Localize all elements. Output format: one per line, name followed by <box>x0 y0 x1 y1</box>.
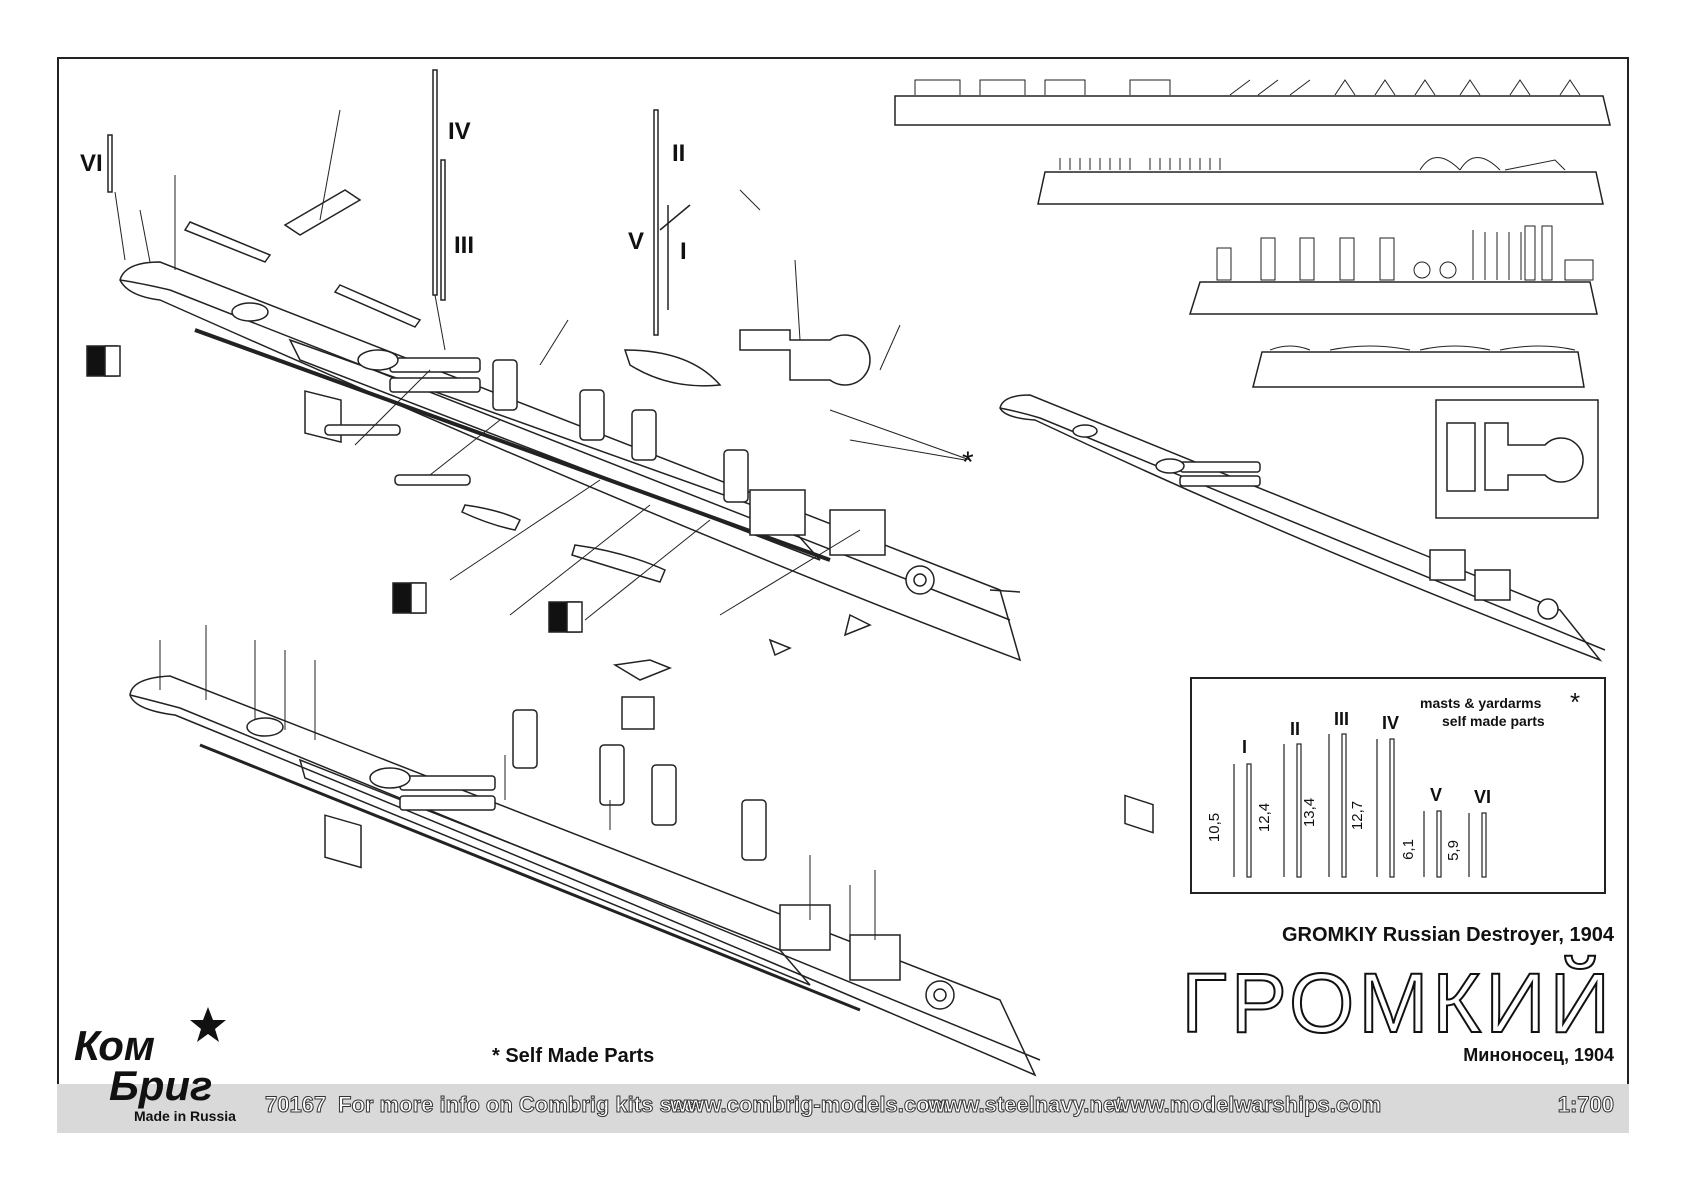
direction-arrows <box>86 345 583 633</box>
footer-info: For more info on Combrig kits see: <box>337 1092 704 1118</box>
loose-parts-top <box>183 189 1021 657</box>
legend-bars <box>1233 733 1487 878</box>
footer-link-combrig[interactable]: www.combrig-models.com <box>669 1092 950 1118</box>
label-mast-III: III <box>454 232 475 259</box>
rack-details <box>914 79 1594 351</box>
logo-line-1: Ком <box>74 1022 155 1069</box>
star-icon <box>190 1007 226 1042</box>
ship-subtitle-ru: Миноносец, 1904 <box>1463 1045 1614 1065</box>
legend-asterisk: * <box>1570 687 1581 717</box>
legend-title-2: self made parts <box>1442 713 1545 729</box>
legend-length-VI: 5,9 <box>1444 840 1462 861</box>
hull-complete-right <box>999 394 1606 834</box>
label-mast-IV: IV <box>448 118 471 145</box>
label-mast-II: II <box>672 140 686 167</box>
footer-band <box>57 1084 1629 1133</box>
hull-exploded-top <box>119 261 1022 662</box>
legend-label-II: II <box>1290 719 1301 739</box>
leader-lines <box>114 109 971 950</box>
made-in-russia: Made in Russia <box>134 1108 236 1124</box>
legend-length-V: 6,1 <box>1399 839 1417 860</box>
legend-label-VI: VI <box>1474 787 1492 807</box>
ship-title-en: GROMKIY Russian Destroyer, 1904 <box>1282 924 1614 946</box>
asterisk-callout: * <box>962 446 974 479</box>
label-mast-V: V <box>628 228 645 255</box>
footer-kit-number: 70167 <box>264 1092 327 1118</box>
footer-link-steelnavy[interactable]: www.steelnavy.net <box>927 1092 1123 1118</box>
legend-title-1: masts & yardarms <box>1420 695 1542 711</box>
combrig-logo: Ком Бриг <box>74 1022 213 1109</box>
label-mast-I: I <box>680 238 687 265</box>
ship-name-ru: ГРОМКИЙ <box>1180 955 1614 1051</box>
legend-length-II: 12,4 <box>1256 802 1274 833</box>
parts-racks <box>894 95 1611 519</box>
masts-legend: masts & yardarms * self made parts I II … <box>1190 677 1606 894</box>
logo-line-2: Бриг <box>109 1062 213 1109</box>
hull-assembled-bottom <box>129 659 1041 1077</box>
legend-label-IV: IV <box>1382 713 1400 733</box>
legend-label-V: V <box>1430 785 1443 805</box>
legend-length-III: 13,4 <box>1301 797 1319 828</box>
footer-scale: 1:700 <box>1557 1092 1614 1118</box>
footer-link-modelwarships[interactable]: www.modelwarships.com <box>1112 1092 1382 1118</box>
self-made-note: * Self Made Parts <box>492 1045 655 1067</box>
legend-label-III: III <box>1334 709 1350 729</box>
legend-length-I: 10,5 <box>1206 812 1224 843</box>
legend-label-I: I <box>1242 737 1248 757</box>
legend-length-IV: 12,7 <box>1349 800 1367 831</box>
label-mast-VI: VI <box>80 150 103 177</box>
